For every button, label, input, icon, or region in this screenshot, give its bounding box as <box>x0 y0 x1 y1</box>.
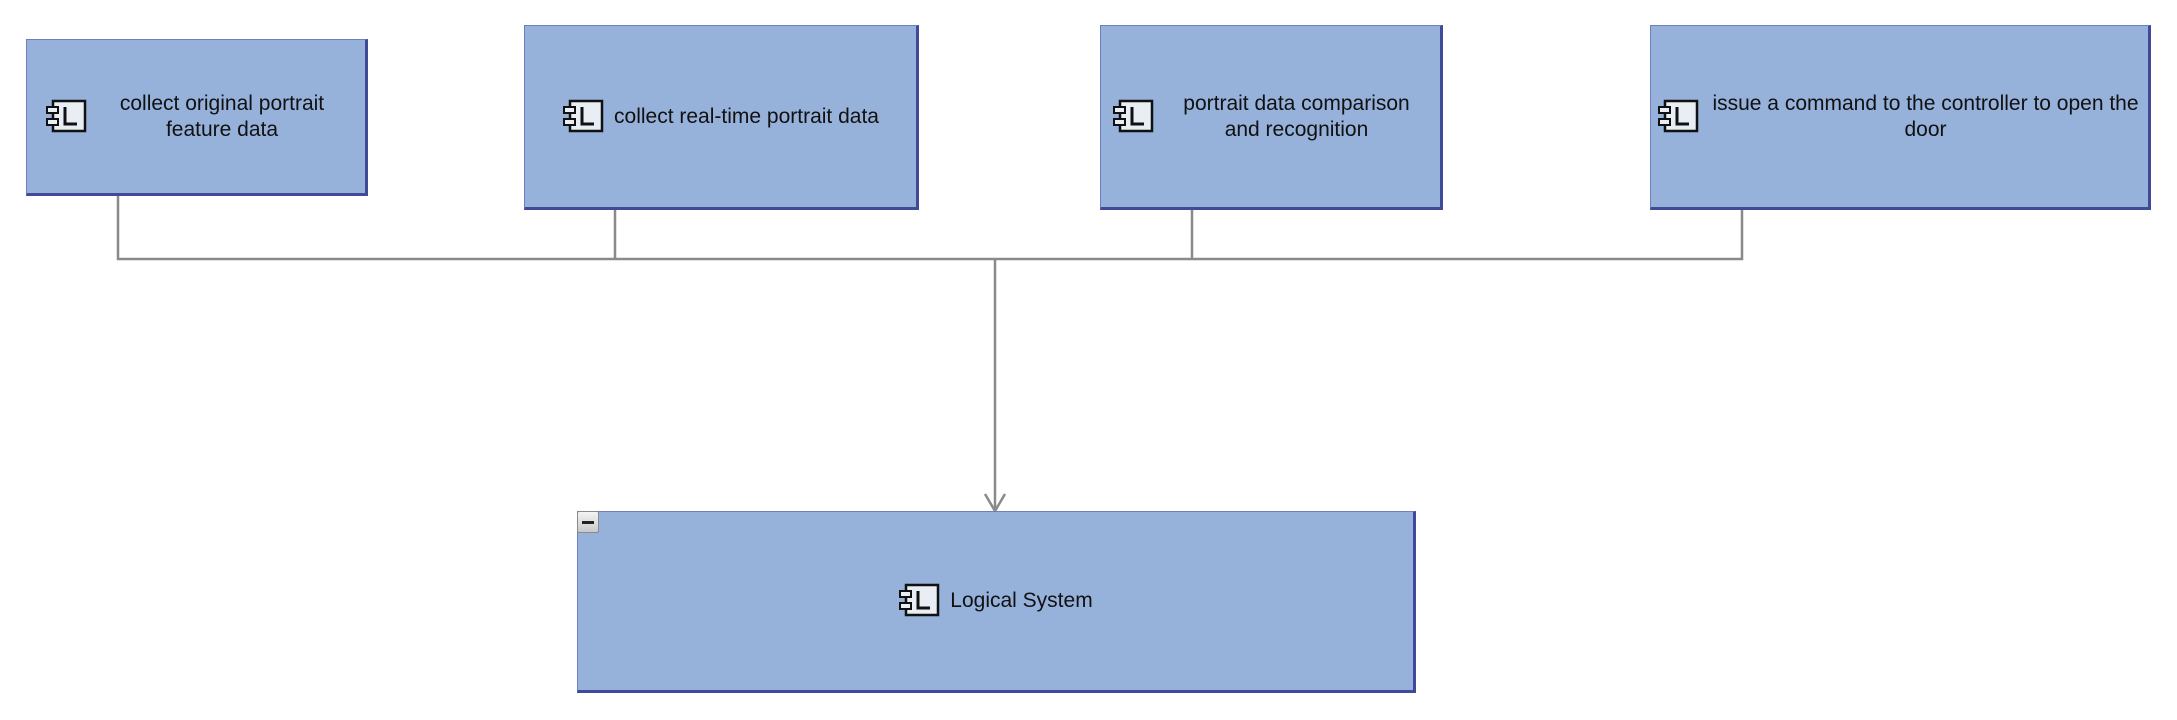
node-collect-original-portrait-feature-data[interactable]: collect original portrait feature data <box>26 39 368 196</box>
connector-n1-to-system <box>116 195 995 261</box>
node-collect-real-time-portrait-data[interactable]: collect real-time portrait data <box>524 25 919 210</box>
logical-component-icon <box>563 99 604 132</box>
collapse-button[interactable] <box>577 511 599 533</box>
node-label: Logical System <box>950 589 1093 612</box>
node-issue-command-open-door[interactable]: issue a command to the controller to ope… <box>1650 25 2151 210</box>
node-logical-system[interactable]: Logical System <box>577 511 1416 693</box>
logical-component-icon <box>46 99 87 132</box>
node-label: collect original portrait feature data <box>119 91 325 141</box>
logical-component-icon <box>1113 99 1154 132</box>
node-label: portrait data comparison and recognition <box>1183 91 1410 141</box>
node-label: issue a command to the controller to ope… <box>1712 91 2139 141</box>
node-portrait-data-comparison-and-recognition[interactable]: portrait data comparison and recognition <box>1100 25 1443 210</box>
connector-n4-to-system <box>995 209 1744 261</box>
logical-component-icon <box>1658 99 1699 132</box>
logical-component-icon <box>899 583 940 617</box>
node-label: collect real-time portrait data <box>614 104 879 128</box>
minus-icon <box>582 520 594 524</box>
